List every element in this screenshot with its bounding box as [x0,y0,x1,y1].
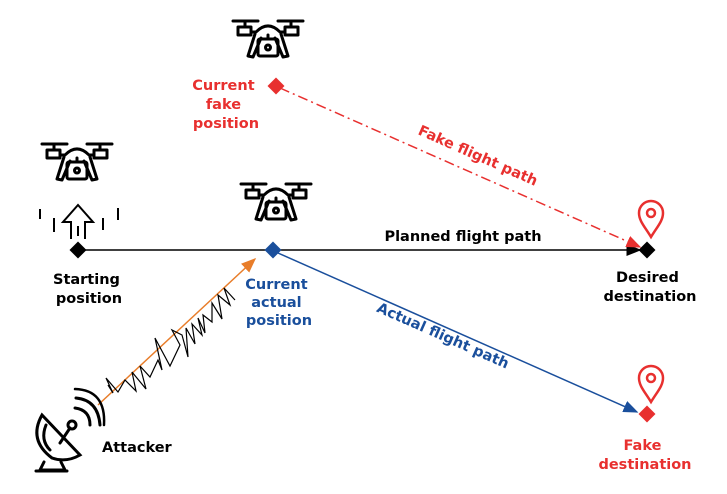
fake-flight-path-line [279,87,642,248]
attacker-label: Attacker [102,440,173,456]
current-fake-position-marker [267,77,285,95]
current-actual-position-label: Current actual position [245,277,312,329]
actual-flight-path-label: Actual flight path [374,300,511,372]
fake-destination-marker [638,405,656,423]
desired-destination-label: Desired destination [603,270,696,305]
satellite-dish-icon [34,387,106,473]
current-fake-position-label: Current fake position [192,78,259,132]
fake-destination-label: Fake destination [598,438,691,473]
planned-flight-path-label: Planned flight path [384,229,541,245]
current-actual-position-marker [264,241,282,259]
actual-flight-path-line [277,252,639,413]
desired-destination-pin-icon [637,199,665,239]
signal-wave-icon [105,287,236,394]
starting-position-label: Starting position [53,272,125,307]
desired-destination-marker [638,241,656,259]
fake-destination-pin-icon [637,364,665,404]
actual-position-drone-icon [239,182,313,222]
fake-position-drone-icon [231,19,305,59]
starting-drone-icon [40,142,114,182]
starting-position-marker [69,241,87,259]
upward-arrow-icon [39,203,119,239]
